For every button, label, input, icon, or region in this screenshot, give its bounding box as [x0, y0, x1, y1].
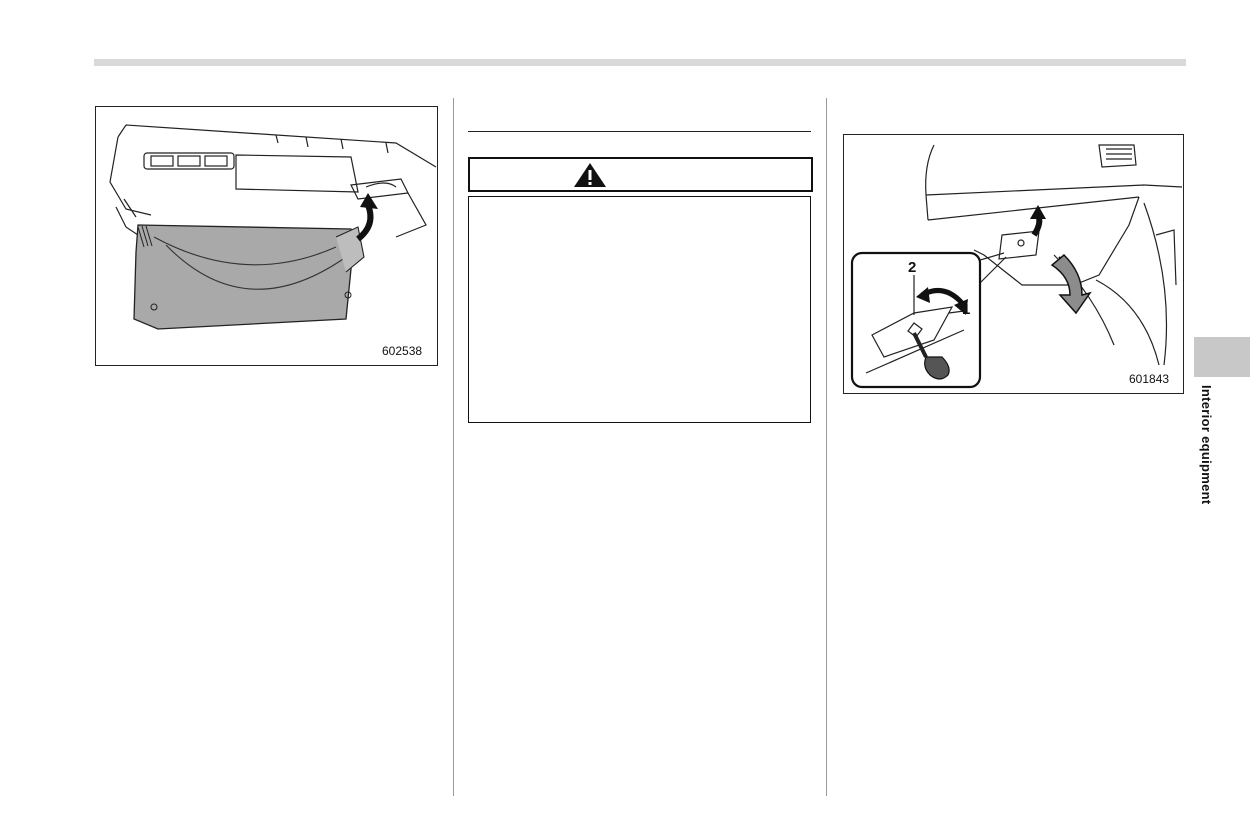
warning-triangle-icon	[574, 163, 606, 187]
glove-box-open-illustration	[109, 124, 437, 330]
glove-box-lock-illustration	[850, 144, 1183, 389]
figure-code-left: 602538	[382, 344, 423, 358]
column-divider-left	[453, 98, 454, 796]
figure-glove-box-lock: 601843 2 1	[843, 134, 1184, 394]
header-rule	[94, 59, 1186, 66]
callout-2: 2	[908, 259, 917, 276]
warning-body	[468, 196, 811, 423]
figure-glove-box-open: 602538	[95, 106, 438, 366]
warning-header	[468, 157, 813, 192]
column-divider-right	[826, 98, 827, 796]
chapter-label: Interior equipment	[1199, 385, 1214, 505]
section-rule	[468, 131, 811, 132]
callout-1: 1	[962, 301, 971, 318]
chapter-tab	[1194, 337, 1250, 377]
figure-code-right: 601843	[1129, 372, 1170, 386]
